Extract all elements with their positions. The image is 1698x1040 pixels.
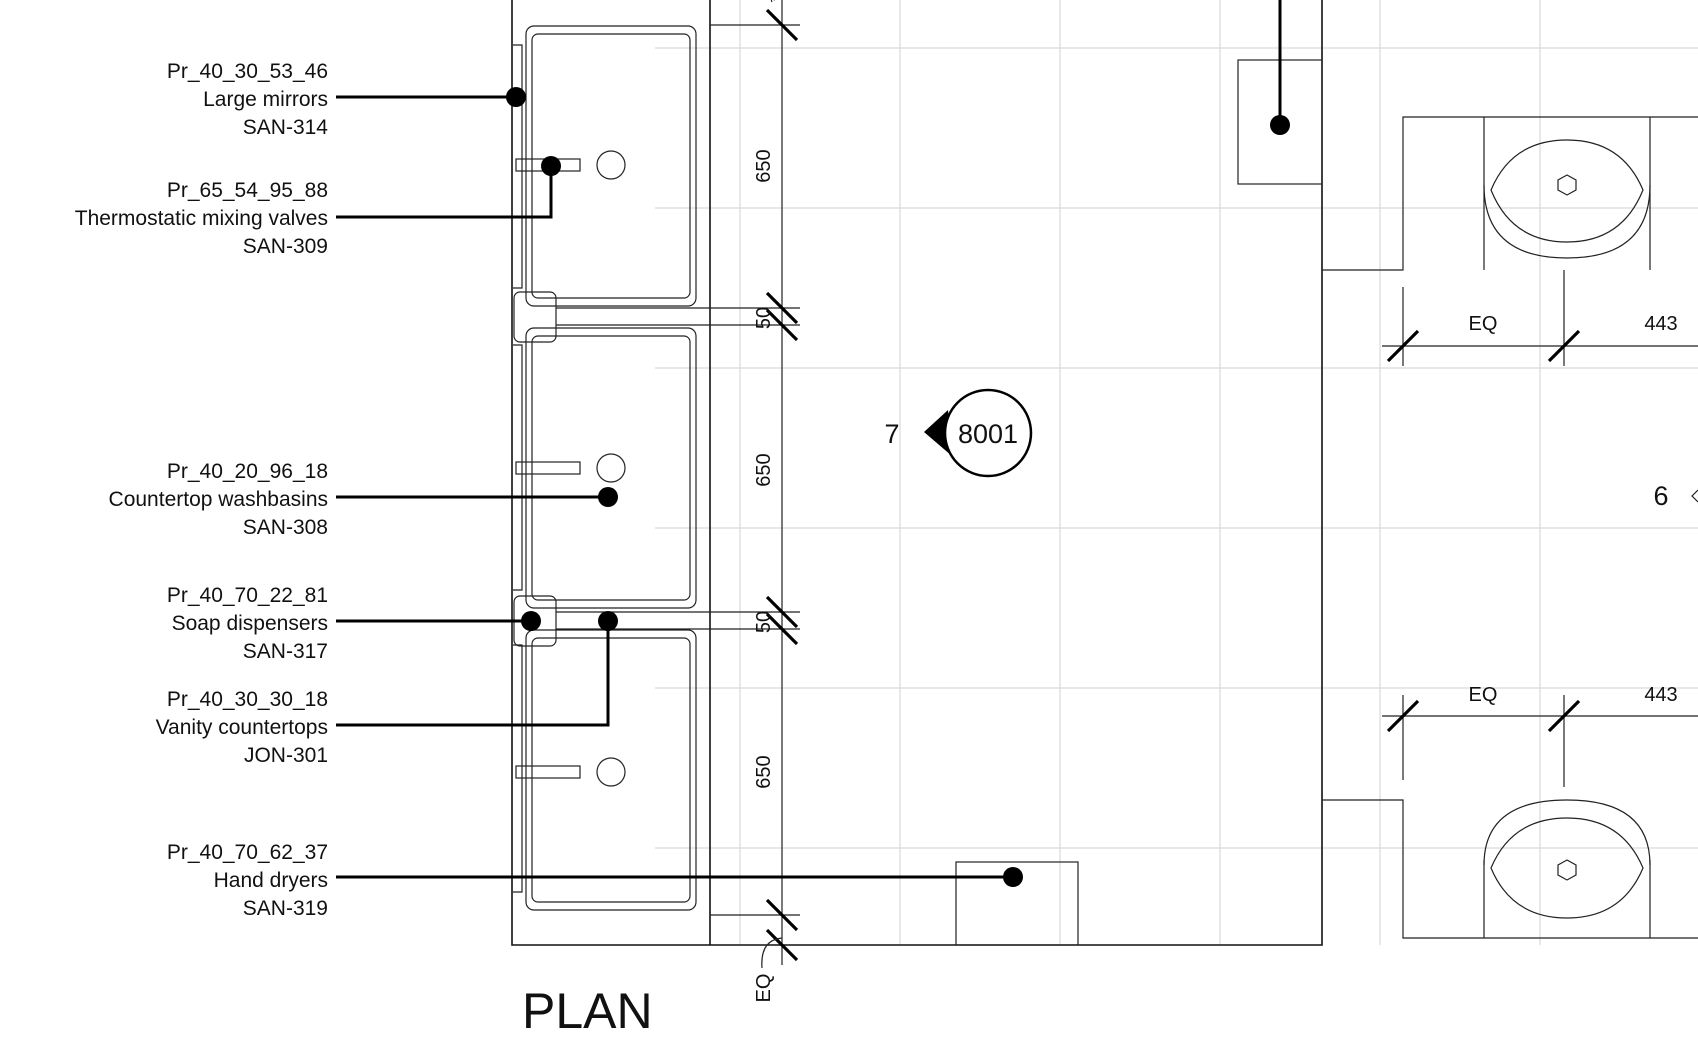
section-marker-right-label: 6 (1653, 481, 1668, 511)
label-countertop-washbasins: Pr_40_20_96_18 Countertop washbasins SAN… (109, 460, 328, 539)
hand-dryer-lower (955, 861, 1079, 946)
label-name: Countertop washbasins (109, 488, 328, 511)
label-ref: SAN-309 (243, 235, 328, 258)
section-marker (924, 388, 1033, 478)
label-name: Soap dispensers (172, 612, 328, 635)
label-code: Pr_65_54_95_88 (167, 179, 328, 202)
dimension-443-lower: 443 (1644, 684, 1677, 706)
label-ref: SAN-308 (243, 516, 328, 539)
section-marker-number: 8001 (958, 419, 1018, 449)
dimension-eq-vertical: EQ (753, 974, 775, 1003)
label-ref: JON-301 (244, 744, 328, 767)
dimension-650-c: 650 (753, 755, 775, 788)
dimension-650-b: 650 (753, 453, 775, 486)
wc-cubicle-upper (1322, 116, 1698, 271)
room-walls (511, 0, 1323, 946)
label-thermostatic-mixing-valves: Pr_65_54_95_88 Thermostatic mixing valve… (75, 179, 328, 258)
dimension-eq-upper: EQ (1469, 313, 1498, 335)
dimension-50-a: 50 (753, 307, 775, 329)
label-name: Vanity countertops (156, 716, 328, 739)
dimension-eq-lower: EQ (1469, 684, 1498, 706)
label-ref: SAN-317 (243, 640, 328, 663)
drawing-title: PLAN (522, 983, 653, 1039)
section-marker-direction-label: 7 (884, 419, 899, 449)
label-code: Pr_40_70_62_37 (167, 841, 328, 864)
dimension-443-upper: 443 (1644, 313, 1677, 335)
countertop-washbasin-2 (515, 327, 697, 609)
dimension-650-a: 650 (753, 149, 775, 182)
label-vanity-countertops: Pr_40_30_30_18 Vanity countertops JON-30… (156, 688, 328, 767)
section-marker-right-arrow (1691, 489, 1698, 503)
label-code: Pr_40_20_96_18 (167, 460, 328, 483)
wc-cubicle-lower (1322, 799, 1698, 939)
leader-dots (506, 87, 1290, 887)
label-large-mirrors: Pr_40_30_53_46 Large mirrors SAN-314 (167, 60, 328, 139)
horizontal-dimension-lower (1382, 695, 1698, 787)
label-code: Pr_40_30_53_46 (167, 60, 328, 83)
vertical-dimension-line (710, 0, 800, 969)
label-name: Thermostatic mixing valves (75, 207, 328, 230)
label-hand-dryers: Pr_40_70_62_37 Hand dryers SAN-319 (167, 841, 328, 920)
label-soap-dispensers: Pr_40_70_22_81 Soap dispensers SAN-317 (167, 584, 328, 663)
leader-lines (336, 0, 1282, 879)
label-code: Pr_40_30_30_18 (167, 688, 328, 711)
label-name: Large mirrors (203, 88, 328, 111)
countertop-washbasin-3 (515, 629, 697, 911)
label-name: Hand dryers (214, 869, 328, 892)
vanity-countertop (513, 0, 711, 945)
dimension-50-b: 50 (753, 611, 775, 633)
background-grid (655, 0, 1698, 945)
soap-dispenser-1 (513, 291, 710, 343)
label-code: Pr_40_70_22_81 (167, 584, 328, 607)
label-ref: SAN-319 (243, 897, 328, 920)
label-ref: SAN-314 (243, 116, 329, 139)
horizontal-dimension-upper (1382, 270, 1698, 366)
